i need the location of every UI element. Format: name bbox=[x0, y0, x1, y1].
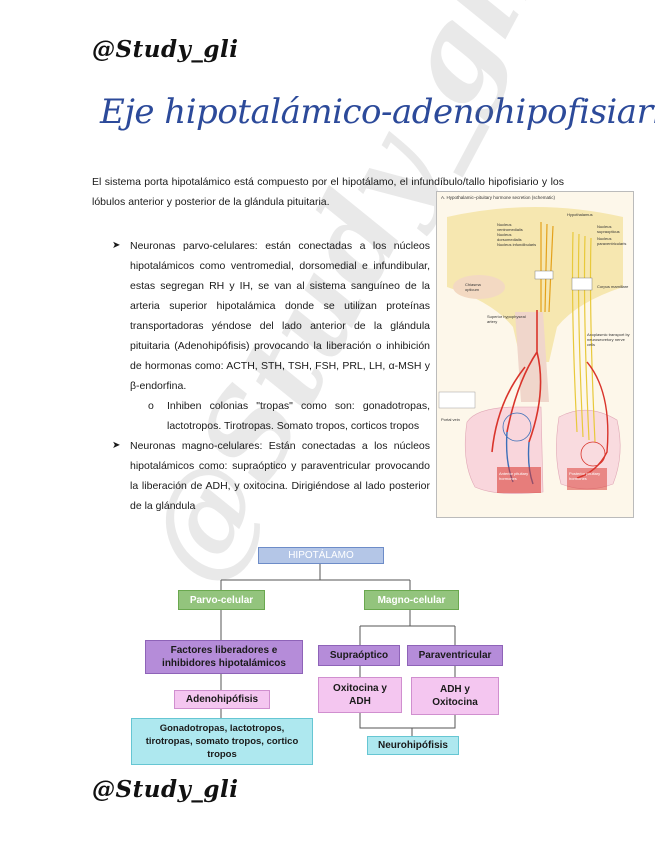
figure-label: Posterior pituitary hormones bbox=[569, 471, 601, 481]
flowchart-adenohipofisis: Adenohipófisis bbox=[174, 690, 270, 709]
flowchart-supraoptico: Supraóptico bbox=[318, 645, 400, 666]
flowchart-neurohipofisis: Neurohipófisis bbox=[367, 736, 459, 755]
figure-label: Nucleus paraventricularis bbox=[597, 236, 627, 246]
flowchart-oxitocina-adh: Oxitocina y ADH bbox=[318, 677, 402, 713]
intro-paragraph: El sistema porta hipotalámico está compu… bbox=[92, 176, 564, 208]
sub-bullet: o Inhiben colonias "tropas" como son: go… bbox=[112, 396, 430, 436]
sub-bullet-text: Inhiben colonias "tropas" como son: gona… bbox=[167, 400, 430, 432]
flowchart-hipotalamo: HIPOTÁLAMO bbox=[258, 547, 384, 564]
figure-label: Hypothalamus bbox=[567, 212, 593, 217]
flowchart-adh-oxitocina: ADH y Oxitocina bbox=[411, 677, 499, 715]
figure-label: Nucleus dorsomedialis bbox=[497, 232, 522, 242]
bullet-parvo: ➤ Neuronas parvo-celulares: están conect… bbox=[112, 236, 430, 396]
anatomy-illustration bbox=[437, 192, 633, 517]
figure-label: Corpus mamillare bbox=[597, 284, 629, 289]
bullet-text: Neuronas magno-celulares: Están conectad… bbox=[130, 440, 430, 512]
flowchart-paraventricular: Paraventricular bbox=[407, 645, 503, 666]
brand-header: @Study_gli bbox=[92, 36, 239, 63]
arrow-bullet-icon: ➤ bbox=[112, 240, 121, 251]
figure-label: Nucleus ventromedialis bbox=[497, 222, 523, 232]
flowchart-magno-celular: Magno-celular bbox=[364, 590, 459, 610]
figure-label: Portal vein bbox=[441, 417, 460, 422]
figure-label: Superior hypophyseal artery bbox=[487, 314, 526, 324]
figure-label: Axoplasmic transport by neurosecretory n… bbox=[587, 332, 630, 347]
figure-caption: A. Hypothalamic–pituitary hormone secret… bbox=[441, 195, 556, 200]
figure-label: Chiasma opticum bbox=[465, 282, 481, 292]
flowchart-factores: Factores liberadores e inhibidores hipot… bbox=[145, 640, 303, 674]
flowchart-tropos: Gonadotropas, lactotropos, tirotropas, s… bbox=[131, 718, 313, 765]
page-title: Eje hipotalámico-adenohipofisiario bbox=[100, 92, 655, 132]
brand-footer: @Study_gli bbox=[92, 776, 239, 803]
figure-label: Anterior pituitary hormones bbox=[499, 471, 529, 481]
bullet-list: ➤ Neuronas parvo-celulares: están conect… bbox=[112, 236, 430, 516]
circle-bullet-icon: o bbox=[148, 400, 154, 412]
bullet-magno: ➤ Neuronas magno-celulares: Están conect… bbox=[112, 436, 430, 516]
figure-label: Nucleus supraopticus bbox=[597, 224, 620, 234]
anatomy-figure: A. Hypothalamic–pituitary hormone secret… bbox=[436, 191, 634, 518]
arrow-bullet-icon: ➤ bbox=[112, 440, 121, 451]
figure-label: Nucleus infundibularis bbox=[497, 242, 537, 247]
bullet-text: Neuronas parvo-celulares: están conectad… bbox=[130, 240, 430, 392]
flowchart-parvo-celular: Parvo-celular bbox=[178, 590, 265, 610]
